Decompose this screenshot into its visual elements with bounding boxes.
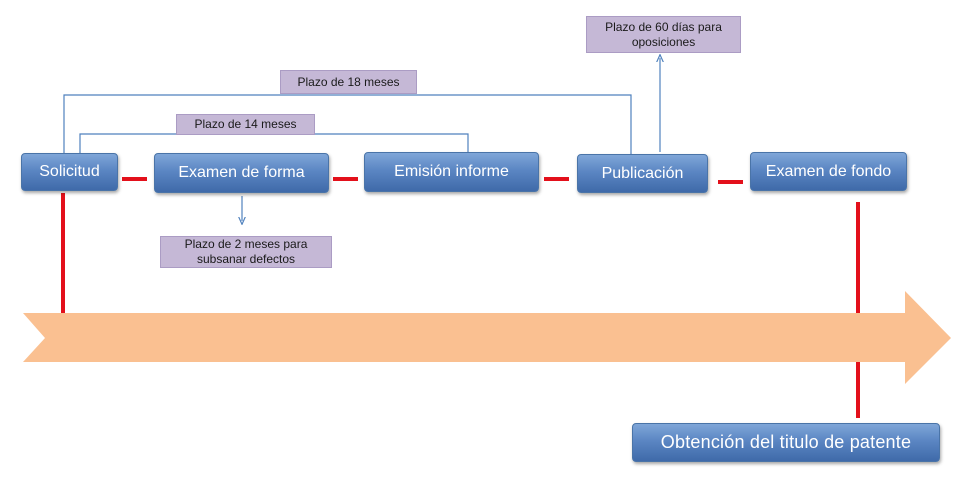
note-plazo-60-dias-line2: oposiciones (605, 35, 722, 50)
timeline-arrow (23, 291, 951, 384)
step-solicitud: Solicitud (21, 153, 118, 191)
step-publicacion: Publicación (577, 154, 708, 193)
step-obtencion-titulo-patente: Obtención del titulo de patente (632, 423, 940, 462)
bracket-14-meses (80, 134, 468, 154)
step-emision-informe: Emisión informe (364, 152, 539, 192)
step-examen-de-forma: Examen de forma (154, 153, 329, 193)
note-plazo-14-meses: Plazo de 14 meses (176, 114, 315, 135)
note-plazo-60-dias: Plazo de 60 días para oposiciones (586, 16, 741, 53)
step-emision-informe-label: Emisión informe (394, 163, 509, 181)
step-examen-de-forma-label: Examen de forma (178, 164, 304, 182)
note-plazo-18-meses: Plazo de 18 meses (280, 70, 417, 94)
note-plazo-2-meses-line1: Plazo de 2 meses para (185, 237, 308, 252)
bracket-18-meses (64, 95, 631, 155)
step-obtencion-titulo-patente-label: Obtención del titulo de patente (661, 432, 911, 453)
note-plazo-14-meses-text: Plazo de 14 meses (194, 117, 296, 132)
step-publicacion-label: Publicación (602, 165, 684, 183)
note-plazo-60-dias-line1: Plazo de 60 días para (605, 20, 722, 35)
step-solicitud-label: Solicitud (39, 163, 99, 181)
note-plazo-2-meses-line2: subsanar defectos (185, 252, 308, 267)
note-plazo-2-meses: Plazo de 2 meses para subsanar defectos (160, 236, 332, 268)
step-examen-de-fondo: Examen de fondo (750, 152, 907, 191)
note-plazo-18-meses-text: Plazo de 18 meses (297, 75, 399, 90)
step-examen-de-fondo-label: Examen de fondo (766, 163, 891, 181)
